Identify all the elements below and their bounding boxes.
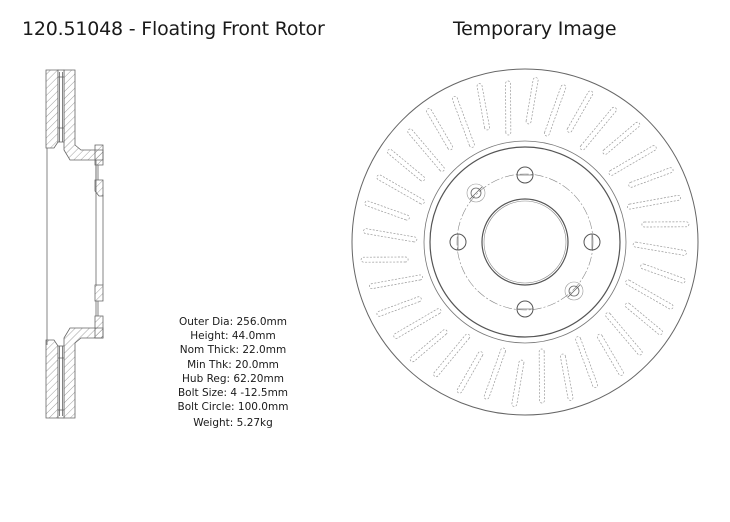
bolt-hole [449,233,467,251]
hub-bore [481,198,569,286]
vane-slot [624,302,663,336]
bolt-hole [516,300,534,318]
vane-slot [641,221,690,228]
spec-bolt-circle: Bolt Circle: 100.0mm [168,400,298,414]
vane-slot [426,108,454,151]
vane-slot [627,194,681,210]
locating-holes [466,183,584,301]
spec-value: 4 -12.5mm [230,387,289,400]
vane-slot [605,312,643,356]
vane-slot [387,148,426,182]
vane-slot [525,77,539,125]
bolt-hole [516,166,534,184]
rotor-cross-section-diagram [45,69,104,419]
vane-slot [360,256,409,263]
vane-slot [608,145,657,176]
spec-weight: Weight: 5.27kg [168,416,298,430]
rotor-specs-list: Outer Dia: 256.0mm Height: 44.0mm Nom Th… [168,315,298,431]
bolt-holes [449,166,601,318]
bolt-hole [583,233,601,251]
hub-bore-chamfer [483,200,567,284]
spec-label: Bolt Size: [177,387,228,400]
cooling-vanes [360,77,690,407]
spec-value: 256.0mm [236,316,287,328]
vane-slot [363,228,418,243]
vane-slot [596,333,624,376]
friction-inner-ring [423,140,627,344]
vane-slot [364,200,410,221]
vane-slot [483,347,507,400]
spec-height: Height: 44.0mm [168,329,298,343]
vane-slot [538,348,545,404]
bolt-circle [456,173,594,311]
vane-slot [376,174,425,205]
vane-slot [369,274,423,290]
spec-label: Height: [190,330,229,343]
vane-slot [407,128,445,172]
vane-slot [543,84,567,137]
vane-slot [628,167,674,188]
spec-label: Outer Dia: [178,316,234,328]
vane-slot [560,353,574,401]
vane-slot [602,121,641,155]
spec-label: Bolt Circle: [177,401,235,414]
vane-slot [632,241,687,256]
spec-value: 20.0mm [235,358,279,371]
hat-outer-ring [429,146,621,338]
vane-slot [433,333,471,378]
vane-slot [511,359,525,407]
spec-label: Weight: [193,417,234,430]
spec-value: 100.0mm [237,401,289,414]
spec-value: 44.0mm [231,330,276,343]
vane-slot [640,263,686,284]
rotor-front-view-diagram [351,68,699,416]
spec-value: 22.0mm [242,344,287,357]
spec-bolt-size: Bolt Size: 4 -12.5mm [168,386,298,400]
spec-label: Nom Thick: [179,344,240,357]
vane-slot [575,336,598,388]
vane-slot [456,351,484,394]
spec-value: 5.27kg [236,417,273,430]
spec-outer-dia: Outer Dia: 256.0mm [168,315,298,329]
vane-slot [476,83,490,131]
vane-slot [505,80,512,136]
rotor-outer-edge [351,68,699,416]
image-note-title: Temporary Image [453,18,617,40]
vane-slot [409,329,448,363]
spec-label: Hub Reg: [182,372,231,385]
vane-slot [566,90,594,133]
spec-hub-reg: Hub Reg: 62.20mm [168,372,298,386]
vane-slot [625,279,674,310]
part-title: 120.51048 - Floating Front Rotor [22,18,325,40]
spec-min-thk: Min Thk: 20.0mm [168,358,298,372]
vane-slot [579,106,617,151]
vane-slot [393,308,442,339]
vane-slot [376,296,422,317]
spec-value: 62.20mm [233,372,284,385]
locating-hole [466,183,486,203]
vane-slot [452,96,475,148]
locating-hole [564,281,584,301]
spec-label: Min Thk: [187,358,232,371]
spec-nom-thick: Nom Thick: 22.0mm [168,343,298,357]
